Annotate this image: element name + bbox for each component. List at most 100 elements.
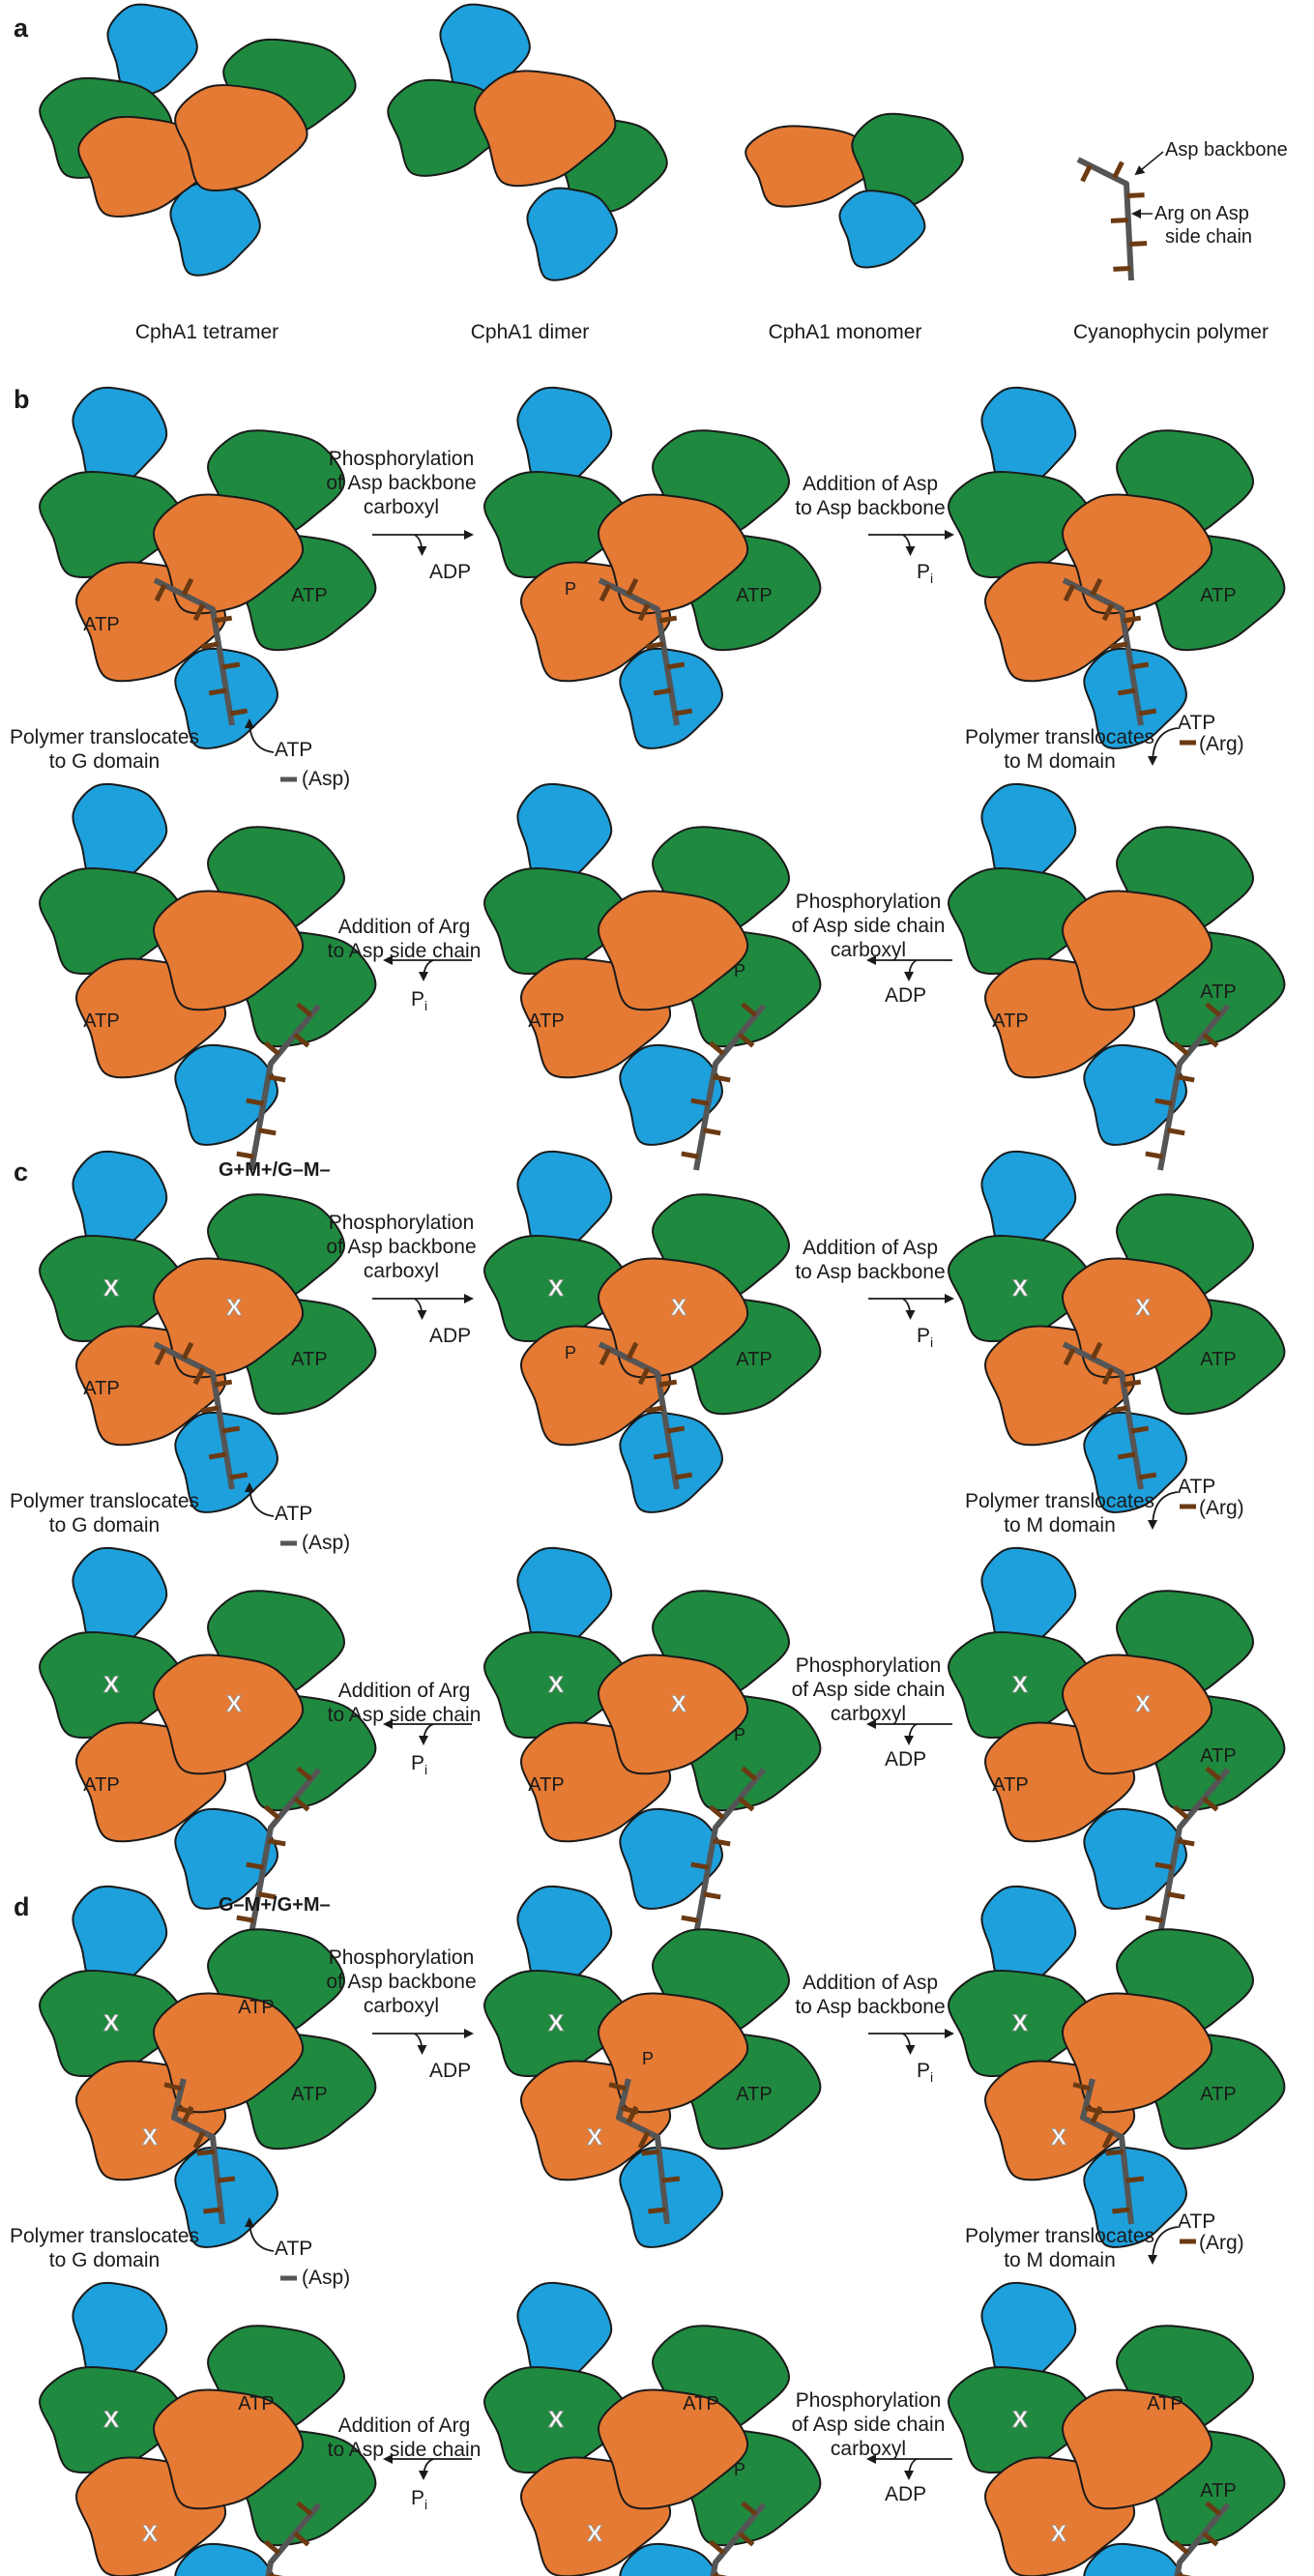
enzyme-c-6-polymer-backbone [248,1768,322,1935]
cofactor-d-pi-2-subscript: i [424,2497,428,2512]
enzyme-c-3-polymer-arg-tick [1109,1405,1128,1414]
cofactor-c-arg: (Arg) [1199,1497,1244,1519]
cyanophycin-overview-arg-tick [1112,161,1124,179]
arrow-b-6 [245,718,275,753]
enzyme-b-1-atp-label-right: ATP [291,585,327,606]
cofactor-b-pi-2: Pi [411,988,428,1013]
step-d-phos-backbone-line: Phosphorylation [328,1947,475,1969]
enzyme-d-5-blue-subunit-bottom [619,2542,719,2576]
cofactor-d-arg: (Arg) [1199,2232,1244,2254]
enzyme-c-1-blue-subunit-top [72,1150,168,1252]
panel-label-d: d [14,1892,30,1921]
cofactor-c-pi-1-subscript: i [930,1334,934,1350]
cofactor-c-atp-m: ATP [1178,1476,1216,1498]
enzyme-b-1-polymer-arg-tick [192,602,206,622]
enzyme-b-5-polymer-backbone [693,1004,767,1171]
enzyme-b-3-blue-subunit-top [980,386,1077,488]
step-b-phos-side-line: of Asp side chain [791,915,946,937]
step-c-add-arg-line: to Asp side chain [327,1704,482,1726]
enzyme-c-4-knockout-mark-green: X [1012,1672,1028,1698]
enzyme-c-5-polymer-backbone [693,1768,767,1935]
enzyme-b-4-blue-subunit-top [980,782,1077,885]
enzyme-b-5-blue-subunit-bottom [619,1043,723,1146]
enzyme-b-6-polymer-backbone [248,1004,322,1171]
enzyme-d-6-blue-subunit-bottom [174,2542,275,2576]
enzyme-c-6-polymer-arg-tick [236,1915,254,1923]
step-c-phos-backbone-line: Phosphorylation [328,1212,475,1234]
step-d-phos-backbone-line: carboxyl [363,1995,440,2017]
enzyme-d-2-polymer-arg-tick [626,2105,639,2124]
enzyme-c-2-polymer-arg-tick [626,1341,639,1361]
cofactor-c-pi-2-subscript: i [424,1762,428,1777]
enzyme-c-1-polymer-arg-tick [200,1405,219,1414]
enzyme-d-2-polymer-arg-tick [608,2082,628,2092]
enzyme-b-3-polymer-arg-tick [1109,641,1128,650]
enzyme-b-6-polymer-arg-tick [246,1098,264,1106]
enzyme-c-5-polymer-arg-tick [690,1861,709,1870]
enzyme-d-4-blue-subunit-bottom [1083,2542,1183,2576]
enzyme-b-6-blue-subunit-top [72,782,168,885]
enzyme-d-6-orange-subunit-center [153,2388,305,2510]
enzyme-d-2-polymer-arg-tick [648,2207,666,2214]
enzyme-c-5-polymer-arg-tick [741,1766,758,1781]
enzyme-b-5-polymer-arg-tick [738,1033,755,1048]
step-b-add-arg-line: Addition of Arg [337,916,471,938]
enzyme-d-3-polymer-arg-tick [1101,2130,1115,2150]
cyanophycin-overview-arg-tick [1080,164,1093,183]
step-d-phos-backbone-line: of Asp backbone [326,1971,477,1993]
genotype-label-d: G–M+/G+M– [219,1894,331,1916]
enzyme-c-5-polymer-arg-tick [713,1838,731,1847]
enzyme-d-2-knockout-mark-orange-low: X [587,2124,602,2151]
enzyme-c-2-knockout-mark-green: X [548,1275,564,1302]
arrow-c-1-branch [414,1298,427,1320]
enzyme-d-1-polymer-arg-tick [163,2082,183,2092]
panel-label-c: c [14,1157,29,1186]
enzyme-c-4-polymer-arg-tick [1202,1797,1219,1812]
label-arg-side-1: Arg on Asp [1154,203,1249,224]
cofactor-d-atp-m: ATP [1178,2210,1216,2233]
enzyme-d-5-atp-label-center: ATP [683,2393,718,2415]
enzyme-d-6-polymer-backbone [265,2503,322,2576]
enzyme-c-2-polymer-arg-tick [653,1451,672,1460]
arrow-b-5-branch [419,959,434,981]
arrow-d-1-branch [414,2033,427,2055]
panel-label-b: b [14,385,30,414]
step-b-phos-backbone-line: carboxyl [363,496,440,518]
cpha1-tetramer-orange-subunit-left [77,115,212,218]
cyanophycin-overview-arg-tick [1110,218,1128,223]
enzyme-c-6-orange-subunit-center [153,1654,305,1775]
step-b-to-g-line: to G domain [48,750,161,773]
enzyme-d-6-polymer-arg-tick [293,2532,310,2547]
step-d-add-arg-line: Addition of Arg [337,2415,471,2437]
enzyme-c-2-knockout-mark-orange: X [671,1295,686,1321]
enzyme-d-3-orange-subunit-center [1062,1992,1213,2114]
step-b-to-m-line: to M domain [1004,750,1116,773]
enzyme-d-2-polymer-arg-tick [637,2130,651,2150]
enzyme-c-3-polymer-arg-tick [1130,1425,1150,1434]
enzyme-d-5-polymer-arg-tick [708,2539,725,2555]
cofactor-c-pi-2: Pi [411,1752,428,1777]
step-d-phos-side-line: carboxyl [830,2438,907,2460]
step-b-add-asp-line: to Asp backbone [795,497,946,519]
enzyme-c-4-polymer-arg-tick [1145,1915,1163,1923]
enzyme-b-4-polymer-arg-tick [1177,1074,1195,1083]
enzyme-c-6-polymer-arg-tick [258,1891,277,1900]
enzyme-b-4-polymer-arg-tick [1205,1002,1222,1017]
enzyme-d-3-polymer-arg-tick [1072,2082,1092,2092]
arrow-b-2-branch [902,534,916,556]
step-c-add-asp-line: Addition of Asp [802,1237,939,1259]
enzyme-d-4-polymer-arg-tick [1202,2532,1219,2547]
enzyme-d-3-polymer-arg-tick [1112,2207,1130,2214]
enzyme-d-5-knockout-mark-orange-low: X [587,2521,602,2547]
cofactor-c-asp: (Asp) [302,1532,351,1554]
enzyme-b-5-polymer-arg-tick [703,1127,721,1136]
step-d-add-asp-line: Addition of Asp [802,1972,939,1994]
